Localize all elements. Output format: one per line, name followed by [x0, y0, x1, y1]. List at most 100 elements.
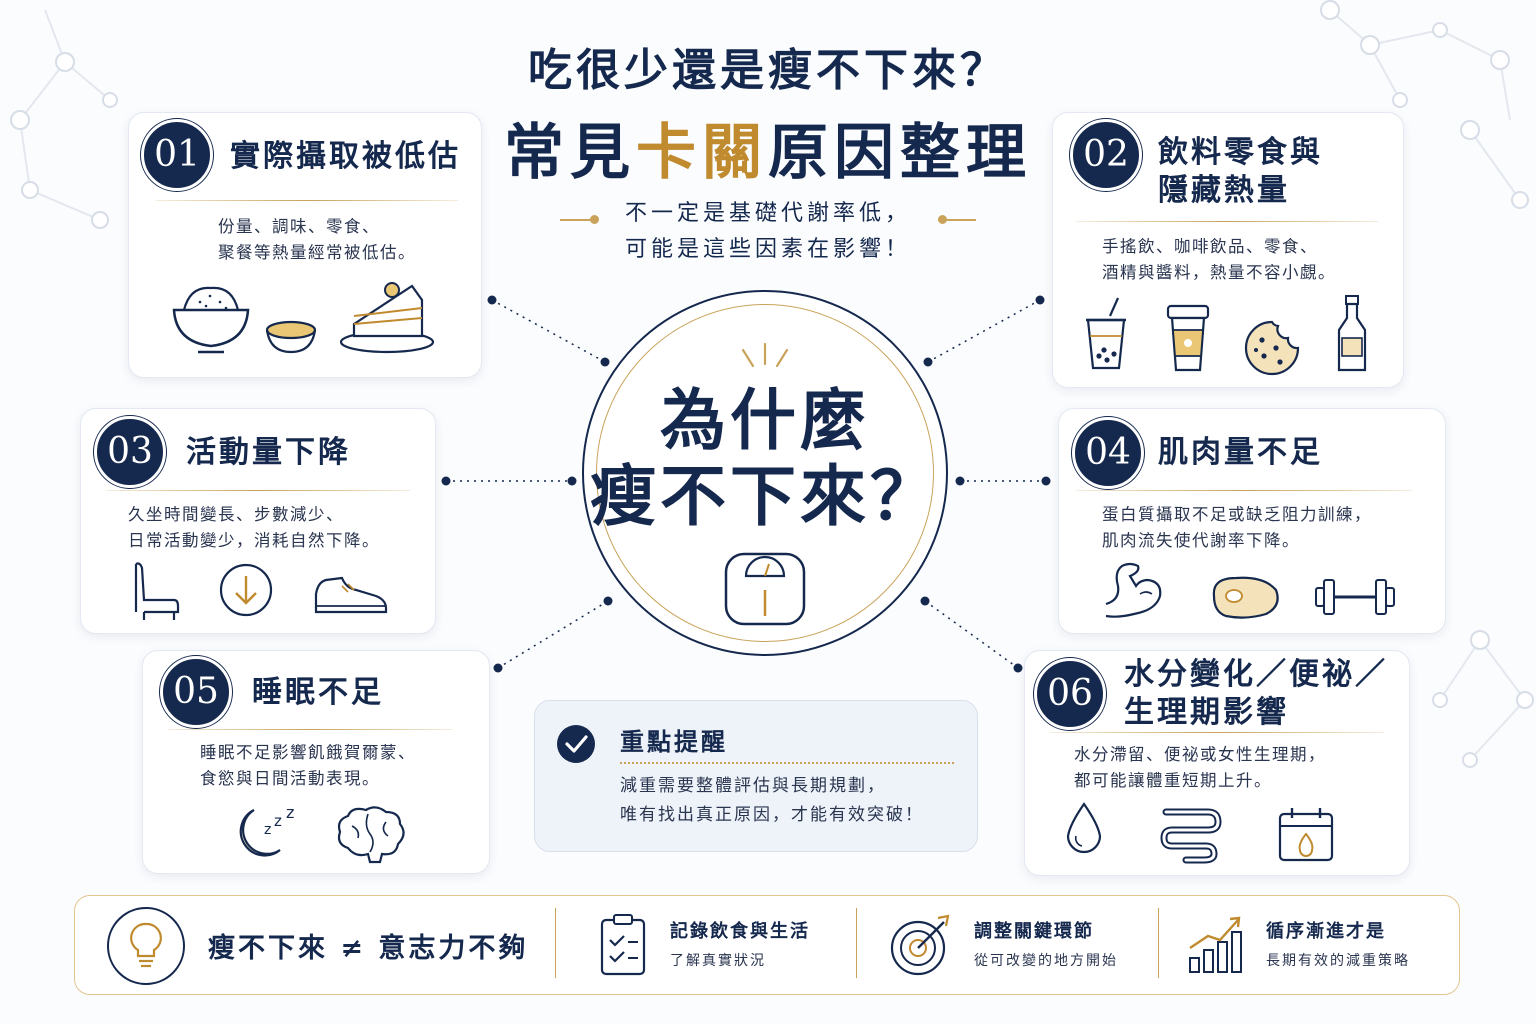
subtitle-line-1: 不一定是基礎代謝率低， — [624, 201, 911, 226]
card-desc-line: 份量、調味、零食、 — [218, 217, 380, 236]
reminder-desc: 減重需要整體評估與長期規劃， 唯有找出真正原因，才能有效突破！ — [620, 772, 924, 830]
card-title: 實際攝取被低估 — [230, 139, 461, 174]
title-common: 常見 — [504, 118, 636, 188]
card-desc-line: 日常活動變少，消耗自然下降。 — [128, 531, 380, 550]
subtitle-deco-right — [938, 219, 976, 221]
card-divider — [156, 200, 458, 201]
reminder-title: 重點提醒 — [620, 727, 728, 756]
moon-zzz-icon: z z z — [239, 804, 294, 857]
cake-slice-icon — [339, 282, 435, 354]
svg-text:z: z — [286, 804, 294, 822]
reminder-desc-line: 唯有找出真正原因，才能有效突破！ — [620, 805, 924, 825]
title-highlight: 卡關 — [636, 118, 768, 188]
card-desc-line: 久坐時間變長、步數減少、 — [128, 505, 344, 524]
reminder-desc-line: 減重需要整體評估與長期規劃， — [620, 776, 886, 796]
card-desc: 份量、調味、零食、 聚餐等熱量經常被低估。 — [218, 214, 416, 266]
bottom-item-title: 記錄飲食與生活 — [670, 921, 810, 942]
down-arrow-icon — [219, 563, 273, 617]
card-title-line: 生理期影響 — [1124, 695, 1289, 730]
card-desc-line: 手搖飲、咖啡飲品、零食、 — [1102, 237, 1318, 256]
bottom-bar — [74, 895, 1460, 995]
bottom-separator — [555, 908, 556, 978]
card-divider — [168, 729, 452, 730]
subtitle-dot-left — [590, 215, 599, 224]
bottom-separator — [1158, 908, 1159, 978]
subtitle-line-2: 可能是這些因素在影響！ — [624, 237, 911, 262]
card-desc: 水分滯留、便祕或女性生理期， 都可能讓體重短期上升。 — [1074, 742, 1326, 794]
card-title: 水分變化／便祕／ 生理期影響 — [1124, 656, 1388, 732]
card-desc-line: 都可能讓體重短期上升。 — [1074, 771, 1272, 790]
card-title-line: 隱藏熱量 — [1158, 173, 1290, 208]
card-desc-line: 肌肉流失使代謝率下降。 — [1102, 531, 1300, 550]
reminder-divider — [620, 762, 954, 764]
card-desc-line: 睡眠不足影響飢餓賀爾蒙、 — [200, 743, 416, 762]
title-line-2: 常見卡關原因整理 — [0, 104, 1536, 191]
sneaker-icon — [314, 576, 388, 614]
sparkle-icon — [741, 342, 789, 368]
bottom-main-message: 瘦不下來 ≠ 意志力不夠 — [208, 933, 529, 964]
chair-icon — [134, 562, 180, 620]
card-number: 03 — [94, 416, 166, 488]
card-divider — [1076, 490, 1412, 491]
water-drop-icon — [1066, 802, 1102, 854]
steak-icon — [1212, 576, 1279, 619]
card-title: 睡眠不足 — [252, 675, 384, 710]
bottom-item-sub: 了解真實狀況 — [670, 953, 766, 969]
scale-icon — [724, 552, 806, 626]
check-circle-icon — [557, 725, 595, 763]
reminder-box — [534, 700, 978, 852]
bottom-item-sub: 從可改變的地方開始 — [974, 953, 1118, 969]
coffee-cup-icon — [1166, 304, 1210, 372]
card-desc: 久坐時間變長、步數減少、 日常活動變少，消耗自然下降。 — [128, 502, 380, 554]
card-desc-line: 水分滯留、便祕或女性生理期， — [1074, 745, 1326, 764]
center-line-1: 為什麼 — [660, 381, 870, 459]
growth-chart-icon — [1189, 916, 1242, 973]
card-desc-line: 食慾與日間活動表現。 — [200, 769, 380, 788]
bottle-icon — [1337, 295, 1367, 372]
subtitle-dot-right — [938, 215, 947, 224]
sauce-dish-icon — [265, 320, 317, 354]
cookie-icon — [1244, 320, 1300, 376]
card-number: 05 — [160, 656, 232, 728]
card-number: 06 — [1034, 658, 1106, 730]
subtitle-deco-left — [560, 219, 598, 221]
title-line-1: 吃很少還是瘦不下來？ — [528, 45, 1008, 96]
card-title: 活動量下降 — [186, 435, 351, 470]
card-title: 肌肉量不足 — [1158, 435, 1323, 470]
brain-icon — [337, 806, 405, 864]
calendar-icon — [1278, 808, 1334, 862]
rice-bowl-icon — [172, 286, 250, 354]
card-desc: 手搖飲、咖啡飲品、零食、 酒精與醬料，熱量不容小覷。 — [1102, 234, 1336, 286]
bottom-item-title: 調整關鍵環節 — [974, 921, 1094, 942]
center-inner-ring — [596, 304, 934, 642]
card-number: 04 — [1072, 417, 1144, 489]
card-divider — [1076, 221, 1378, 222]
svg-text:z: z — [264, 822, 271, 838]
intestine-icon — [1160, 808, 1222, 864]
card-title: 飲料零食與 隱藏熱量 — [1158, 134, 1323, 210]
bottom-separator — [856, 908, 857, 978]
center-line-2: 瘦不下來？ — [590, 457, 940, 535]
dumbbell-icon — [1315, 579, 1395, 615]
card-number: 01 — [141, 119, 213, 191]
clipboard-check-icon — [600, 914, 646, 976]
card-desc-line: 酒精與醬料，熱量不容小覷。 — [1102, 263, 1336, 282]
bubble-tea-icon — [1086, 297, 1126, 370]
title-rest: 原因整理 — [768, 118, 1032, 188]
bottom-item-title: 循序漸進才是 — [1266, 921, 1386, 942]
center-question: 為什麼 瘦不下來？ — [582, 382, 948, 534]
subtitle: 不一定是基礎代謝率低， 可能是這些因素在影響！ — [0, 196, 1536, 268]
card-desc-line: 蛋白質攝取不足或缺乏阻力訓練， — [1102, 505, 1372, 524]
lightbulb-icon — [107, 907, 185, 985]
card-desc: 蛋白質攝取不足或缺乏阻力訓練， 肌肉流失使代謝率下降。 — [1102, 502, 1372, 554]
bicep-icon — [1105, 562, 1162, 618]
card-desc: 睡眠不足影響飢餓賀爾蒙、 食慾與日間活動表現。 — [200, 740, 416, 792]
bottom-item-sub: 長期有效的減重策略 — [1266, 953, 1410, 969]
card-number: 02 — [1070, 119, 1142, 191]
card-title-line: 飲料零食與 — [1158, 135, 1323, 170]
card-desc-line: 聚餐等熱量經常被低估。 — [218, 243, 416, 262]
svg-text:z: z — [274, 812, 282, 830]
card-divider — [1050, 732, 1384, 733]
